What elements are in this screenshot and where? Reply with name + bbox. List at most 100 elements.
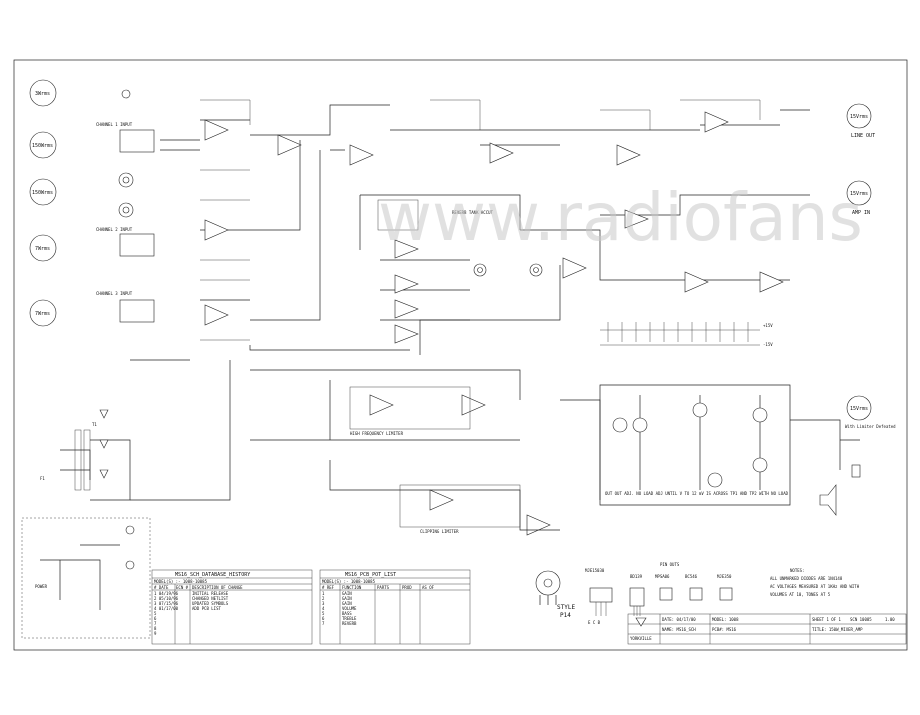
style-pot: STYLE P14 (535, 570, 575, 619)
tb-rev: 1.00 (885, 617, 895, 622)
pinouts-title: PIN OUTS (660, 562, 680, 567)
op-amps (204, 111, 784, 536)
db-row-5-num: 5 (154, 611, 157, 616)
db-col-2: ECN # (176, 585, 189, 590)
style-code: P14 (560, 612, 571, 619)
tb-title: TITLE: 150W_MIXER_AMP (812, 627, 863, 632)
capacitor-bank: +15V -15V (600, 322, 773, 347)
pcb-row-4-num: 4 (322, 606, 325, 611)
db-row-6-num: 6 (154, 616, 157, 621)
left-connectors: 3Wrms 150Wrms 150Wrms 7Wrms 7Wrms (29, 79, 57, 327)
limiter-note-label: With Limiter Defeated (845, 424, 896, 429)
pcb-col-2: FUNCTION (342, 585, 362, 590)
pcb-row-2-num: 2 (322, 596, 325, 601)
pcb-row-7-fn: REVERB (342, 621, 357, 626)
db-col-1: # DATE (154, 585, 169, 590)
pcb-row-3-num: 3 (322, 601, 325, 606)
pinout-part-2: BD139 (630, 574, 643, 579)
pinout-part-1: MJE15030 (585, 568, 605, 573)
channel3-label: CHANNEL 3 INPUT (96, 291, 133, 296)
style-title: STYLE (557, 604, 575, 611)
pcb-col-4: PROD (402, 585, 412, 590)
right-connectors: 15Vrms 15Vrms 15Vrms LINE OUT AMP IN (846, 103, 875, 421)
notes-line-3: VOLUMES AT 10, TONES AT 5 (770, 592, 831, 597)
channel2-label: CHANNEL 2 INPUT (96, 227, 133, 232)
notes-line-2: AC VOLTAGES MEASURED AT 1KHz AND WITH (770, 584, 860, 589)
notes: NOTES: ALL UNMARKED DIODES ARE 1N4148 AC… (770, 568, 860, 597)
pcb-row-6-num: 6 (322, 616, 325, 621)
pcb-row-6-fn: TREBLE (342, 616, 357, 621)
pcb-pot-table: MS16_PCB_POT_LIST MODEL(S) :- 1008-10085… (319, 569, 471, 645)
sheet-border (13, 59, 908, 651)
db-row-4-num: 4 01/17/00 (154, 606, 179, 611)
db-row-9-num: 9 (154, 631, 157, 636)
pcb-row-1-fn: GAIN (342, 591, 352, 596)
pinout-part-4: BC546 (685, 574, 698, 579)
clip-limiter-label: CLIPPING LIMITER (420, 529, 459, 534)
pcb-list-model: MODEL(S) :- 1008-10085 (322, 579, 376, 584)
switch-box: POWER (21, 517, 151, 639)
db-row-3-desc: UPDATED SYMBOLS (192, 601, 229, 606)
rail-neg-label: -15V (763, 342, 773, 347)
db-row-2-desc: CHANGED NETLIST (192, 596, 229, 601)
pinouts: PIN OUTS MJE15030 BD139 MPSA06 BC546 MJE… (585, 562, 733, 625)
fuse-label: F1 (40, 476, 45, 481)
tb-company: YORKVILLE (630, 636, 652, 641)
pcb-row-7-num: 7 (322, 621, 325, 626)
pcb-col-1: # REF (322, 585, 335, 590)
watermark: www.radiofans (378, 179, 863, 256)
preamp-wiring (160, 99, 810, 355)
db-row-8-num: 8 (154, 626, 157, 631)
reverb-block: REVERB TANK ACCUT (377, 199, 543, 277)
notes-line-1: ALL UNMARKED DIODES ARE 1N4148 (770, 576, 843, 581)
pinout-part-3: MPSA06 (655, 574, 670, 579)
tb-date: DATE: 04/17/00 (662, 617, 696, 622)
db-history-model: MODEL(S) :- 1008-10085 (154, 579, 208, 584)
output-note-label: OUT OUT ADJ. NO LOAD ADJ UNTIL V TO 12 m… (605, 491, 789, 496)
conn-right-3: 15Vrms (850, 406, 868, 412)
db-history-table: MS16_SCH_DATABASE_HISTORY MODEL(S) :- 10… (151, 569, 313, 645)
rail-pos-label: +15V (763, 323, 773, 328)
pcb-row-5-num: 5 (322, 611, 325, 616)
db-row-1-num: 1 04/19/96 (154, 591, 179, 596)
amp-in-label: AMP IN (852, 210, 870, 216)
db-row-7-num: 7 (154, 621, 157, 626)
title-block: YORKVILLE DATE: 04/17/00 NAME: MS16_SCH … (627, 613, 907, 645)
conn-label-1: 3Wrms (35, 91, 50, 97)
pinout-pins: E C B (588, 620, 601, 625)
db-row-3-num: 3 07/15/96 (154, 601, 179, 606)
tb-sheet: SHEET 1 OF 1 (812, 617, 841, 622)
power-supply: F1 T1 (40, 359, 231, 501)
pcb-row-5-fn: BASS (342, 611, 352, 616)
conn-right-2: 15Vrms (850, 191, 868, 197)
pcb-row-4-fn: VOLUME (342, 606, 357, 611)
db-row-1-desc: INITIAL RELEASE (192, 591, 229, 596)
pcb-row-1-num: 1 (322, 591, 325, 596)
db-row-4-desc: ADD PCB LIST (192, 606, 221, 611)
db-history-title: MS16_SCH_DATABASE_HISTORY (175, 572, 250, 578)
channel1-label: CHANNEL 1 INPUT (96, 122, 133, 127)
input-jacks: CHANNEL 1 INPUT CHANNEL 2 INPUT CHANNEL … (96, 89, 155, 323)
conn-label-4: 7Wrms (35, 246, 50, 252)
conn-label-5: 7Wrms (35, 311, 50, 317)
pcb-list-title: MS16_PCB_POT_LIST (345, 572, 396, 578)
db-row-2-num: 2 05/10/96 (154, 596, 179, 601)
conn-label-3: 150Wrms (32, 190, 53, 196)
tb-pcb: PCB#: MS16 (712, 627, 737, 632)
notes-title: NOTES: (790, 568, 804, 573)
pcb-row-3-fn: GAIN (342, 601, 352, 606)
power-amp: OUT OUT ADJ. NO LOAD ADJ UNTIL V TO 12 m… (599, 384, 896, 516)
tb-scn: SCN 10085 (850, 617, 872, 622)
pcb-row-2-fn: GAIN (342, 596, 352, 601)
pcb-col-3: PARTS (377, 585, 390, 590)
reverb-label: REVERB TANK ACCUT (452, 210, 494, 215)
line-out-label: LINE OUT (851, 133, 875, 139)
conn-right-1: 15Vrms (850, 114, 868, 120)
pinout-part-5: MJE350 (717, 574, 732, 579)
power-switch-label: POWER (35, 584, 48, 589)
tb-name: NAME: MS16_SCH (662, 627, 696, 632)
transformer-label: T1 (92, 422, 97, 427)
pcb-col-5: AS OF (422, 585, 435, 590)
